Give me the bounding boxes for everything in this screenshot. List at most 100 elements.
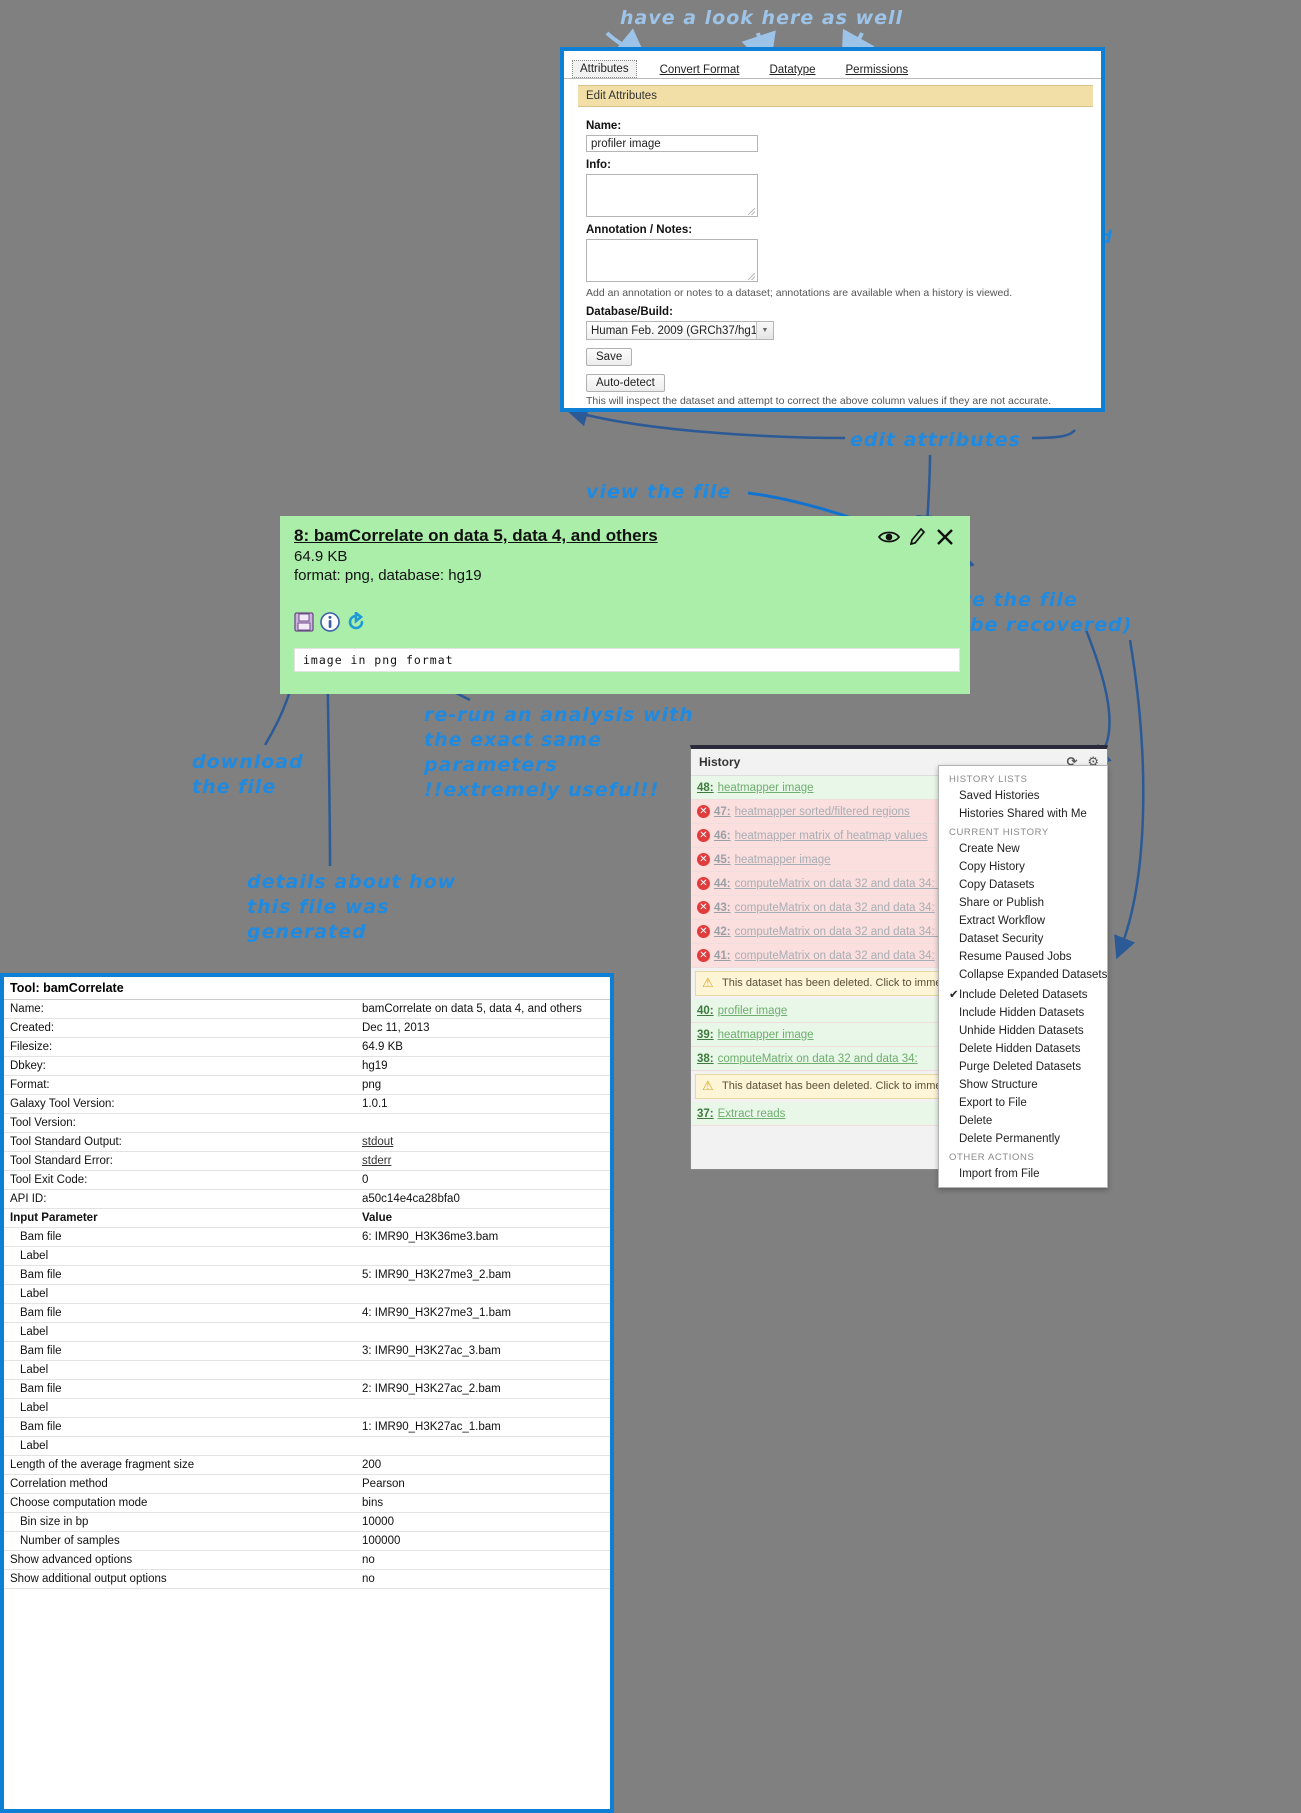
menu-group-header: Other Actions bbox=[949, 1152, 1035, 1163]
menu-item[interactable]: Purge Deleted Datasets bbox=[939, 1058, 1107, 1076]
tab-attributes[interactable]: Attributes bbox=[572, 60, 637, 78]
delete-x-icon[interactable]: ✕ bbox=[697, 877, 710, 890]
auto-detect-button[interactable]: Auto-detect bbox=[586, 374, 665, 392]
menu-item[interactable]: Extract Workflow bbox=[939, 912, 1107, 930]
row-value: a50c14e4ca28bfa0 bbox=[356, 1189, 610, 1209]
menu-item[interactable]: Histories Shared with Me bbox=[939, 805, 1107, 823]
table-row: Tool Standard Error: stderr bbox=[4, 1151, 610, 1171]
row-value: Value bbox=[356, 1208, 610, 1228]
annotation-rerun: re-run an analysis with the exact same p… bbox=[424, 704, 694, 802]
info-icon[interactable] bbox=[320, 612, 340, 632]
info-textarea[interactable] bbox=[586, 174, 758, 217]
dataset-peek: image in png format bbox=[294, 648, 960, 672]
database-select[interactable]: Human Feb. 2009 (GRCh37/hg19... ▼ bbox=[586, 321, 774, 340]
menu-item-label: Delete bbox=[959, 1115, 993, 1127]
menu-item[interactable]: Export to File bbox=[939, 1094, 1107, 1112]
row-value: 0 bbox=[356, 1170, 610, 1190]
pencil-icon[interactable] bbox=[910, 528, 926, 546]
tab-permissions[interactable]: Permissions bbox=[845, 64, 909, 76]
menu-item[interactable]: Copy History bbox=[939, 858, 1107, 876]
menu-item-label: Create New bbox=[959, 843, 1020, 855]
row-value bbox=[356, 1284, 610, 1304]
row-value bbox=[356, 1360, 610, 1380]
menu-item-label: Saved Histories bbox=[959, 790, 1040, 802]
tab-convert-format[interactable]: Convert Format bbox=[659, 64, 740, 76]
row-value bbox=[356, 1398, 610, 1418]
menu-item[interactable]: Share or Publish bbox=[939, 894, 1107, 912]
row-key: Bin size in bp bbox=[4, 1512, 356, 1532]
menu-item[interactable]: Unhide Hidden Datasets bbox=[939, 1022, 1107, 1040]
history-item-number: 39: bbox=[697, 1028, 714, 1041]
delete-icon[interactable] bbox=[936, 528, 954, 546]
row-value: 200 bbox=[356, 1455, 610, 1475]
menu-item[interactable]: Resume Paused Jobs bbox=[939, 948, 1107, 966]
row-value: bins bbox=[356, 1493, 610, 1513]
delete-x-icon[interactable]: ✕ bbox=[697, 949, 710, 962]
annotation-textarea[interactable] bbox=[586, 239, 758, 282]
history-item-name: computeMatrix on data 32 and data 34: bbox=[717, 1052, 918, 1065]
history-item-number: 45: bbox=[714, 853, 731, 866]
menu-item[interactable]: Include Hidden Datasets bbox=[939, 1004, 1107, 1022]
row-value[interactable]: stdout bbox=[356, 1132, 610, 1152]
history-item-number: 46: bbox=[714, 829, 731, 842]
row-value: 4: IMR90_H3K27me3_1.bam bbox=[356, 1303, 610, 1323]
delete-x-icon[interactable]: ✕ bbox=[697, 925, 710, 938]
menu-item-label: Share or Publish bbox=[959, 897, 1045, 909]
warning-icon: ⚠ bbox=[702, 975, 714, 990]
delete-x-icon[interactable]: ✕ bbox=[697, 805, 710, 818]
menu-item[interactable]: Collapse Expanded Datasets bbox=[939, 966, 1107, 984]
row-value[interactable]: stderr bbox=[356, 1151, 610, 1171]
menu-item[interactable]: ✔Include Deleted Datasets bbox=[939, 984, 1107, 1004]
row-value-link[interactable]: stderr bbox=[362, 1155, 392, 1167]
dataset-action-icons bbox=[878, 528, 954, 546]
annotation-hint: Add an annotation or notes to a dataset;… bbox=[586, 287, 1013, 299]
menu-item[interactable]: Delete Hidden Datasets bbox=[939, 1040, 1107, 1058]
menu-item[interactable]: Create New bbox=[939, 840, 1107, 858]
menu-item[interactable]: Show Structure bbox=[939, 1076, 1107, 1094]
menu-item-label: Show Structure bbox=[959, 1079, 1038, 1091]
eye-icon[interactable] bbox=[878, 529, 900, 545]
menu-item[interactable]: Dataset Security bbox=[939, 930, 1107, 948]
delete-x-icon[interactable]: ✕ bbox=[697, 901, 710, 914]
table-row: Label bbox=[4, 1246, 610, 1266]
history-item-number: 40: bbox=[697, 1004, 714, 1017]
row-key: Number of samples bbox=[4, 1531, 356, 1551]
menu-item[interactable]: Import from File bbox=[939, 1165, 1107, 1183]
history-item-number: 44: bbox=[714, 877, 731, 890]
refresh-icon[interactable]: ⟳ bbox=[1066, 754, 1078, 769]
menu-item[interactable]: Copy Datasets bbox=[939, 876, 1107, 894]
gear-icon[interactable]: ⚙ bbox=[1087, 754, 1099, 769]
rerun-icon[interactable] bbox=[346, 612, 366, 632]
menu-item[interactable]: Delete Permanently bbox=[939, 1130, 1107, 1148]
row-value: 2: IMR90_H3K27ac_2.bam bbox=[356, 1379, 610, 1399]
history-item-number: 41: bbox=[714, 949, 731, 962]
tool-details-panel: Tool: bamCorrelate Name:bamCorrelate on … bbox=[0, 973, 614, 1813]
delete-x-icon[interactable]: ✕ bbox=[697, 853, 710, 866]
menu-item-label: Collapse Expanded Datasets bbox=[959, 969, 1108, 981]
row-value: 100000 bbox=[356, 1531, 610, 1551]
attributes-tabbar: Attributes Convert Format Datatype Permi… bbox=[564, 51, 1101, 79]
menu-item-label: Purge Deleted Datasets bbox=[959, 1061, 1082, 1073]
name-input[interactable] bbox=[586, 135, 758, 152]
dataset-title[interactable]: 8: bamCorrelate on data 5, data 4, and o… bbox=[294, 526, 658, 545]
menu-group-header: History Lists bbox=[949, 774, 1028, 785]
menu-item[interactable]: Delete bbox=[939, 1112, 1107, 1130]
save-icon[interactable] bbox=[294, 612, 314, 632]
row-value-link[interactable]: stdout bbox=[362, 1136, 394, 1148]
history-item-name: computeMatrix on data 32 and data 34: bbox=[734, 901, 935, 914]
save-button[interactable]: Save bbox=[586, 348, 633, 366]
delete-x-icon[interactable]: ✕ bbox=[697, 829, 710, 842]
row-key: Tool Standard Error: bbox=[4, 1151, 356, 1171]
menu-item[interactable]: Saved Histories bbox=[939, 787, 1107, 805]
tab-datatype[interactable]: Datatype bbox=[769, 64, 816, 76]
menu-item-label: Histories Shared with Me bbox=[959, 808, 1087, 820]
check-icon: ✔ bbox=[949, 989, 959, 1001]
